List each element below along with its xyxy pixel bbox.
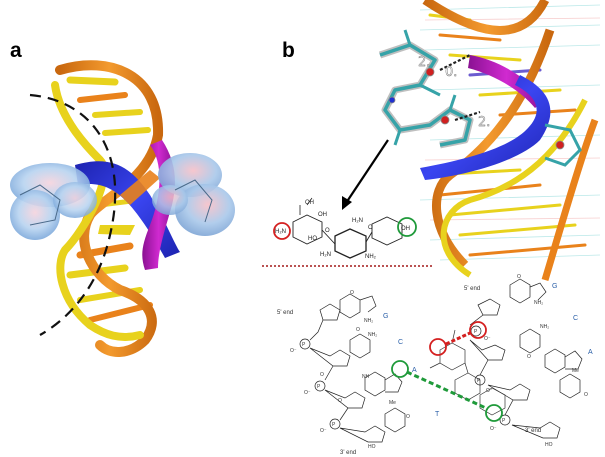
ligand-group-6: O (368, 225, 373, 231)
strand-left-atom-0: NH₂ (364, 318, 373, 324)
ligand-group-2: H₂N (275, 229, 286, 235)
ligand-group-1: OH (318, 212, 327, 218)
highlight-circle-green-1 (397, 217, 417, 237)
panel-b: b (262, 0, 601, 456)
strand-right-3-end: 3' end (525, 428, 541, 434)
strand-right-atom-7: O⁻ (486, 388, 493, 394)
strand-right-base-1: C (573, 315, 578, 322)
panel-label-a: a (10, 39, 22, 62)
distance-label-2: 0. (445, 65, 457, 80)
strand-right-atom-4: NH₂ (540, 324, 549, 330)
strand-left-atom-14: O (406, 414, 410, 420)
strand-left-base-1: C (398, 339, 403, 346)
strand-left-atom-10: O (338, 398, 342, 404)
ligand-group-3: HO (308, 236, 317, 242)
ligand-in-groove (391, 321, 506, 422)
highlight-circle-red-2 (429, 338, 447, 356)
strand-left-atom-6: NH (362, 374, 370, 380)
strand-left-atom-7: O (320, 372, 324, 378)
rung-yellow-mid (98, 225, 135, 235)
panel-a: a (10, 39, 235, 357)
strand-right-5-end: 5' end (464, 286, 480, 292)
rung-orange-mid (120, 170, 160, 205)
ligand-group-0: OH (305, 200, 314, 206)
strand-left-base-2: A (412, 367, 417, 374)
strand-left-3-end: 3' end (340, 450, 356, 456)
panel-label-b: b (282, 39, 295, 62)
nucleotide-schematic-right: 5' end G C A NH₂ O P O⁻ NH₂ O P O⁻ Me O … (464, 274, 593, 448)
ligand-group-4: O (325, 228, 330, 234)
helix-b-ribbon-orange-2 (541, 118, 599, 282)
highlight-circle-green-3 (485, 404, 503, 422)
strand-right-atom-6: P (477, 378, 481, 384)
ligand-group-8: NH₂ (365, 254, 377, 260)
strand-left-atom-13: Me (389, 400, 396, 406)
strand-left-atom-15: HO (368, 444, 376, 450)
strand-right-atom-1: O (517, 274, 521, 280)
dashed-groove-line-1 (29, 93, 117, 336)
strand-left-atom-8: P (317, 384, 321, 390)
highlight-circle-green-2 (391, 360, 409, 378)
strand-right-atom-3: O⁻ (484, 336, 491, 342)
strand-left-atom-2: P (302, 342, 306, 348)
distance-label-1: 2. (418, 55, 430, 70)
highlight-circle-red-3 (469, 321, 487, 339)
strand-right-base-2: A (588, 349, 593, 356)
helix-b-ribbon-yellow (440, 98, 588, 278)
ligand-structure: OH OH H₂N HO O H₂N O H₂N NH₂ OH (273, 197, 417, 260)
strand-left-atom-4: O (356, 327, 360, 333)
strand-right-atom-8: Me (572, 368, 579, 374)
strand-left-atom-3: O⁻ (290, 348, 297, 354)
helix-b-ribbon-magenta (468, 55, 545, 108)
strand-right-atom-10: P (502, 418, 506, 424)
strand-left-atom-11: P (332, 422, 336, 428)
ligand-surface-right (152, 153, 235, 236)
strand-right-atom-2: P (474, 329, 478, 335)
ligand-surface-left (10, 163, 97, 240)
strand-left-atom-12: O⁻ (320, 428, 327, 434)
highlight-circle-red-1 (273, 222, 291, 240)
strand-right-atom-12: HO (545, 442, 553, 448)
strand-left-base-0: G (383, 313, 388, 320)
strand-left-atom-1: O (350, 290, 354, 296)
strand-left-base-3: T (435, 411, 440, 418)
strand-right-atom-11: O⁻ (490, 426, 497, 432)
strand-right-atom-5: O (527, 354, 531, 360)
nucleotide-schematic-left: 5' end G C A T NH₂ O P (277, 290, 440, 456)
strand-right-base-0: G (552, 283, 557, 290)
strand-left-atom-9: O⁻ (304, 390, 311, 396)
ligand-ball-stick: 2. 0. 2. (378, 29, 582, 167)
ligand-group-9: OH (401, 226, 410, 232)
strand-left-5-end: 5' end (277, 310, 293, 316)
strand-right-atom-9: O (584, 392, 588, 398)
ligand-group-7: H₂N (320, 252, 331, 258)
helix-b-ribbon-blue (420, 75, 551, 180)
pointer-arrow (342, 139, 389, 210)
strand-right-atom-0: NH₂ (534, 300, 543, 306)
distance-label-3: 2. (478, 115, 490, 130)
ligand-group-5: H₂N (352, 218, 363, 224)
helix-b (419, 0, 601, 282)
strand-left-atom-5: NH₂ (368, 332, 377, 338)
backbone-ribbon-yellow (51, 81, 144, 341)
